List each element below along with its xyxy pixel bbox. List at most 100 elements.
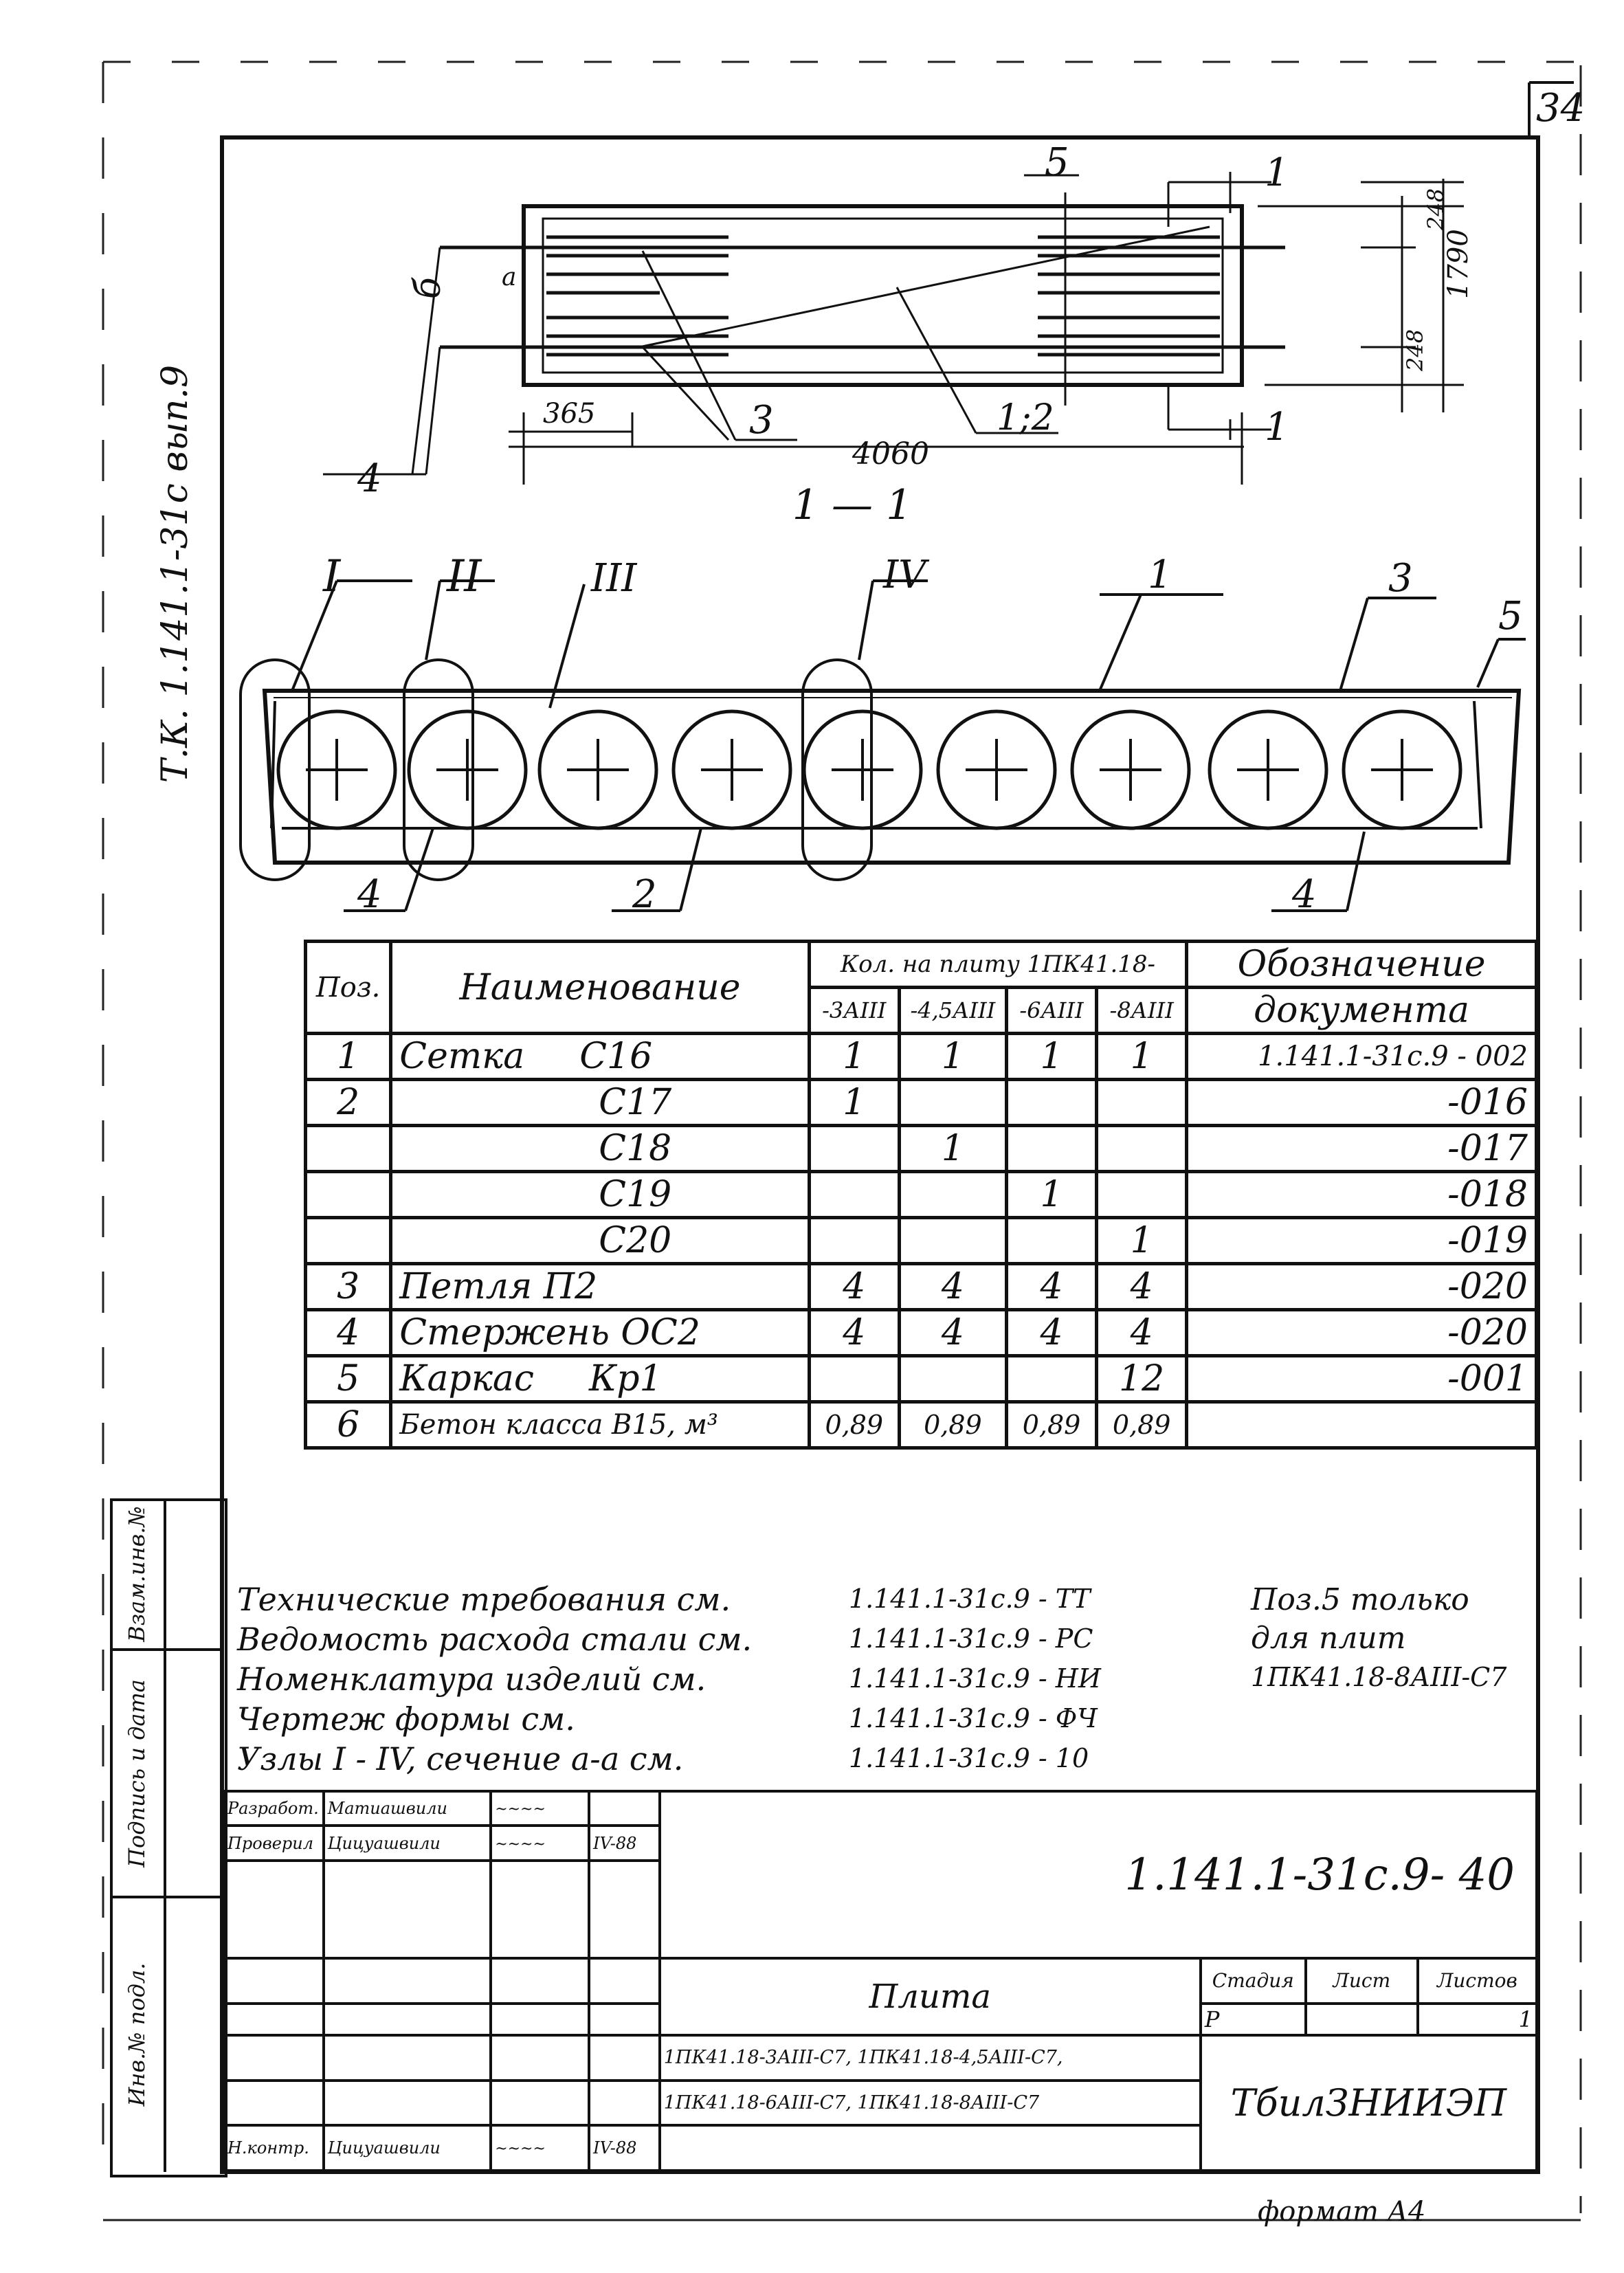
note-ref: 1.141.1-31с.9 - ТТ [849, 1584, 1091, 1614]
header-doc-line2: документа [1185, 986, 1538, 1035]
plan-dim-365: 365 [543, 398, 595, 430]
section-label-4-left: 4 [357, 872, 382, 917]
spec-qty-6: 1 [1004, 1170, 1099, 1219]
spec-name: С17 [389, 1078, 811, 1127]
section-label-1: 1 [1148, 553, 1172, 597]
note-ref: 1.141.1-31с.9 - НИ [849, 1663, 1102, 1694]
tb-date-1 [588, 1789, 661, 1828]
spec-qty-3 [807, 1216, 901, 1265]
side-note-line1: Поз.5 только [1251, 1582, 1469, 1617]
tb-signature-6: ~~~~ [489, 2124, 591, 2172]
tb-date-6: IV-88 [588, 2124, 661, 2172]
tb-stage: Р [1199, 2002, 1307, 2037]
spec-name: Каркас Кр1 [389, 1354, 811, 1404]
header-col-8: -8АIII [1095, 986, 1189, 1035]
spec-name-text: Бетон класса В15, м³ [399, 1409, 718, 1441]
format-label: формат А4 [1258, 2196, 1426, 2228]
spec-pos: 1 [303, 1032, 393, 1081]
spec-qty-3: 1 [807, 1078, 901, 1127]
tb-sheet-header: Лист [1304, 1957, 1419, 2005]
spec-pos [303, 1170, 393, 1219]
header-col-3: -3АIII [807, 986, 901, 1035]
spec-name-text: Стержень ОС2 [399, 1312, 700, 1353]
spec-name-text: Сетка [399, 1036, 525, 1077]
spec-qty-6: 4 [1004, 1262, 1099, 1311]
spec-pos [303, 1124, 393, 1173]
spec-qty-45 [897, 1216, 1008, 1265]
spec-pos [303, 1216, 393, 1265]
plan-label-b: б [408, 277, 449, 299]
tb-designation: 1.141.1-31с.9- 40 [658, 1789, 1539, 1960]
tb-role-6: Н.контр. [222, 2124, 325, 2172]
spec-row: С18 1 -017 [303, 1124, 1538, 1173]
spec-qty-8 [1095, 1170, 1189, 1219]
tb-name-6: Цицуашвили [322, 2124, 493, 2172]
spec-qty-6: 4 [1004, 1308, 1099, 1357]
tb-signature-1: ~~~~ [489, 1789, 591, 1828]
plan-label-1-bottom: 1 [1265, 405, 1289, 450]
note-ref: 1.141.1-31с.9 - ФЧ [849, 1703, 1098, 1733]
spec-qty-45: 1 [897, 1032, 1008, 1081]
spec-doc: -020 [1185, 1262, 1538, 1311]
note-text: Ведомость расхода стали см. [237, 1621, 753, 1658]
spec-qty-3 [807, 1124, 901, 1173]
spec-name: Бетон класса В15, м³ [389, 1400, 811, 1450]
plan-label-5: 5 [1045, 140, 1069, 185]
node-IV: IV [882, 553, 930, 597]
spec-qty-8: 1 [1095, 1216, 1189, 1265]
spec-qty-6: 1 [1004, 1032, 1099, 1081]
spec-qty-3: 4 [807, 1262, 901, 1311]
note-line: Узлы I - IV, сечение а-а см. 1.141.1-31с.… [237, 1740, 1199, 1780]
spec-qty-45 [897, 1170, 1008, 1219]
spec-qty-8: 0,89 [1095, 1400, 1189, 1450]
tb-product-line1: 1ПК41.18-3АIII-С7, 1ПК41.18-4,5АIII-С7, [658, 2033, 1202, 2082]
spec-doc: -001 [1185, 1354, 1538, 1404]
spec-doc [1185, 1400, 1538, 1450]
spec-mark: С18 [599, 1128, 672, 1169]
spec-qty-6 [1004, 1216, 1099, 1265]
spec-qty-45 [897, 1354, 1008, 1404]
plan-dim-4060: 4060 [852, 436, 929, 472]
spec-qty-6 [1004, 1354, 1099, 1404]
spec-mark: С19 [599, 1174, 672, 1215]
plan-label-12: 1;2 [997, 397, 1054, 439]
tb-role-1: Разработ. [222, 1789, 325, 1828]
spec-doc: -019 [1185, 1216, 1538, 1265]
plan-label-1-top: 1 [1265, 151, 1289, 195]
section-label-2: 2 [632, 872, 657, 917]
spec-mark: Кр1 [589, 1358, 663, 1399]
spec-pos: 4 [303, 1308, 393, 1357]
note-ref: 1.141.1-31с.9 - 10 [849, 1743, 1089, 1773]
spec-name-text: Каркас [399, 1358, 535, 1399]
spec-qty-3: 1 [807, 1032, 901, 1081]
spec-doc: -020 [1185, 1308, 1538, 1357]
note-text: Узлы I - IV, сечение а-а см. [237, 1740, 684, 1777]
note-line: Ведомость расхода стали см. 1.141.1-31с.9… [237, 1621, 1199, 1661]
spec-name: С20 [389, 1216, 811, 1265]
note-ref: 1.141.1-31с.9 - РС [849, 1623, 1093, 1654]
spec-qty-45: 4 [897, 1308, 1008, 1357]
note-line: Номенклатура изделий см. 1.141.1-31с.9 - … [237, 1661, 1199, 1700]
plan-label-a: а [502, 263, 516, 291]
spec-doc: -017 [1185, 1124, 1538, 1173]
spec-qty-6 [1004, 1078, 1099, 1127]
tb-signature-2: ~~~~ [489, 1824, 591, 1862]
note-text: Технические требования см. [237, 1581, 731, 1618]
spec-qty-3 [807, 1170, 901, 1219]
plan-dim-1790: 1790 [1443, 229, 1474, 299]
spec-doc: -016 [1185, 1078, 1538, 1127]
note-text: Номенклатура изделий см. [237, 1661, 707, 1698]
spec-pos: 3 [303, 1262, 393, 1311]
tb-organization: ТбилЗНИИЭП [1199, 2033, 1539, 2173]
spec-qty-3: 4 [807, 1308, 901, 1357]
spec-qty-45: 1 [897, 1124, 1008, 1173]
plan-dim-248-top: 248 [1423, 188, 1449, 231]
spec-qty-45: 0,89 [897, 1400, 1008, 1450]
tb-sheet [1304, 2002, 1419, 2037]
title-block: Разработ. Матиашвили ~~~~ 1.141.1-31с.9-… [222, 1789, 1539, 2173]
